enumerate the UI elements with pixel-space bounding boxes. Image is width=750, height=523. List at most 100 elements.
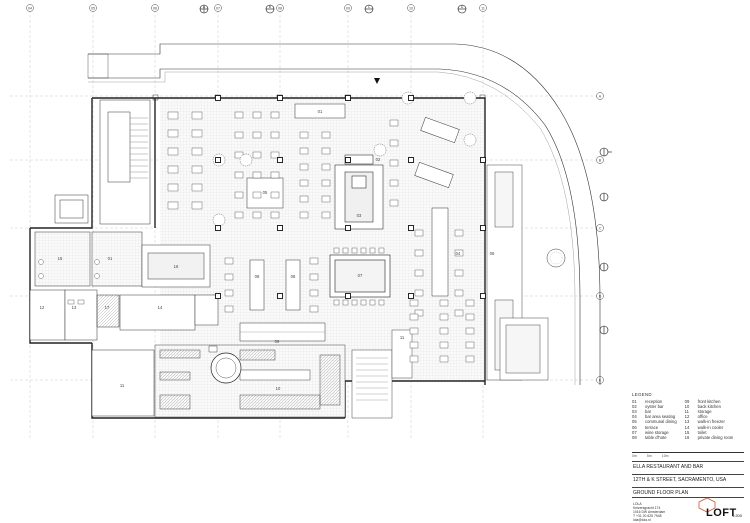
structural-columns bbox=[215, 95, 486, 299]
table bbox=[299, 147, 309, 155]
table bbox=[270, 211, 280, 219]
table bbox=[409, 299, 419, 307]
room-number: 01 bbox=[108, 256, 113, 261]
table bbox=[454, 309, 464, 317]
table bbox=[389, 159, 399, 167]
long-tables bbox=[249, 259, 301, 311]
column bbox=[408, 225, 414, 231]
section-label: C bbox=[368, 5, 371, 9]
table bbox=[454, 229, 464, 237]
table bbox=[454, 249, 464, 257]
table bbox=[167, 147, 179, 156]
table bbox=[234, 131, 244, 139]
legend-number: 14 bbox=[684, 424, 690, 430]
legend-number: 13 bbox=[684, 419, 690, 425]
table bbox=[321, 179, 331, 187]
table bbox=[414, 289, 424, 297]
legend-text: bar area seating bbox=[645, 414, 676, 420]
table bbox=[389, 119, 399, 127]
logo: LOFT bbox=[706, 507, 737, 519]
table bbox=[409, 313, 419, 321]
column bbox=[215, 157, 221, 163]
table bbox=[414, 309, 424, 317]
stool bbox=[342, 299, 349, 306]
column bbox=[345, 95, 351, 101]
table bbox=[252, 211, 262, 219]
legend-text: oyster bar bbox=[645, 404, 664, 410]
legend-text: office bbox=[697, 414, 708, 420]
legend-text: front kitchen bbox=[697, 399, 721, 405]
table bbox=[167, 165, 179, 174]
column bbox=[408, 95, 414, 101]
drawing-title: GROUND FLOOR PLAN bbox=[633, 490, 689, 496]
legend-text: back kitchen bbox=[697, 404, 721, 410]
terrace bbox=[486, 164, 549, 381]
table bbox=[299, 211, 309, 219]
back-of-house bbox=[29, 231, 219, 341]
scale-label: 5m bbox=[646, 454, 652, 458]
table bbox=[224, 305, 234, 313]
table bbox=[167, 183, 179, 192]
table bbox=[321, 131, 331, 139]
round-table bbox=[463, 133, 477, 147]
legend-text: reception bbox=[645, 399, 663, 405]
section-label: B bbox=[269, 5, 272, 9]
stool bbox=[342, 247, 349, 254]
legend-text: walk-in cooler bbox=[697, 424, 724, 430]
table bbox=[465, 313, 475, 321]
table bbox=[299, 179, 309, 187]
table bbox=[167, 201, 179, 210]
grid-label: 07 bbox=[216, 6, 220, 10]
table bbox=[224, 257, 234, 265]
table bbox=[224, 273, 234, 281]
table bbox=[191, 183, 203, 192]
column bbox=[277, 293, 283, 299]
table bbox=[409, 341, 419, 349]
grid-label: 09 bbox=[346, 6, 350, 10]
round-table bbox=[239, 153, 253, 167]
table bbox=[270, 151, 280, 159]
legend-item: 14 walk-in cooler bbox=[685, 425, 734, 430]
room-number: 11 bbox=[120, 383, 125, 388]
stool bbox=[351, 299, 358, 306]
column bbox=[480, 157, 486, 163]
legend-number: 11 bbox=[684, 409, 690, 415]
room-number: 08 bbox=[255, 274, 260, 279]
legend-number: 01 bbox=[632, 399, 637, 405]
column bbox=[345, 293, 351, 299]
legend-text: wine storage bbox=[645, 429, 669, 435]
table bbox=[465, 341, 475, 349]
legend-number: 05 bbox=[632, 419, 637, 425]
table bbox=[414, 229, 424, 237]
column bbox=[408, 157, 414, 163]
table bbox=[252, 191, 262, 199]
table bbox=[270, 171, 280, 179]
table bbox=[439, 355, 449, 363]
column bbox=[215, 225, 221, 231]
room-number: 04 bbox=[456, 251, 461, 256]
stair-core bbox=[54, 99, 151, 225]
table bbox=[191, 147, 203, 156]
scale-bar: 0m 5m 10m bbox=[632, 454, 669, 458]
bar-island bbox=[334, 154, 384, 230]
room-number: 09 bbox=[275, 339, 280, 344]
legend-number: 03 bbox=[632, 409, 637, 415]
table bbox=[234, 211, 244, 219]
table bbox=[191, 111, 203, 120]
table bbox=[167, 111, 179, 120]
street-outline bbox=[87, 43, 601, 385]
grid-label: 08 bbox=[278, 6, 282, 10]
scale-label: 10m bbox=[661, 454, 669, 458]
section-label: A bbox=[203, 5, 206, 9]
round-tables bbox=[212, 91, 477, 227]
table bbox=[439, 327, 449, 335]
